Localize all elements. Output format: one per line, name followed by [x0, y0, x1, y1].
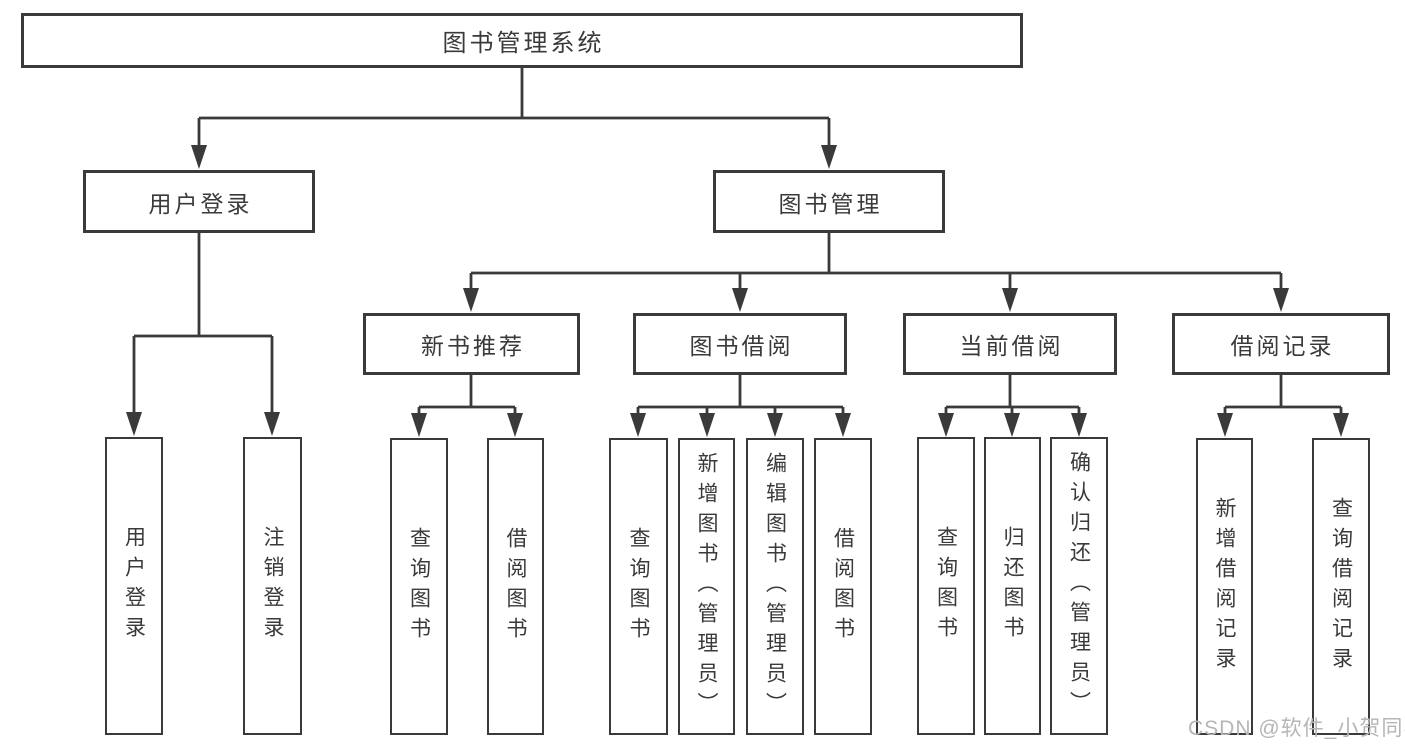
node-logout: 注销登录	[243, 437, 302, 735]
node-label: 借阅图书	[831, 526, 855, 647]
connector-book-mgmt-children	[469, 233, 1283, 306]
arrowhead-icon	[821, 145, 837, 169]
node-return-books: 归还图书	[984, 437, 1041, 735]
arrowhead-icon	[1333, 413, 1349, 437]
arrowhead-icon	[463, 288, 479, 312]
node-edit-book-admin: 编辑图书（管理员）	[746, 438, 804, 735]
arrowhead-icon	[630, 413, 646, 437]
arrowhead-icon	[1004, 413, 1020, 437]
arrowhead-icon	[699, 413, 715, 437]
arrowhead-icon	[1217, 413, 1233, 437]
node-query-books-2: 查询图书	[609, 438, 668, 735]
arrowhead-icon	[1071, 413, 1087, 437]
connector-lines	[132, 68, 1343, 431]
arrowhead-icon	[126, 412, 142, 436]
node-label: 图书管理系统	[442, 30, 605, 57]
node-label: 新增图书（管理员）	[695, 451, 718, 722]
connector-user-login-children	[132, 233, 274, 428]
node-label: 借阅图书	[504, 526, 527, 647]
node-borrow-books-1: 借阅图书	[487, 438, 544, 735]
node-label: 查询借阅记录	[1329, 496, 1353, 677]
node-label: 查询图书	[934, 526, 958, 646]
node-label: 新增借阅记录	[1213, 496, 1236, 677]
node-label: 编辑图书（管理员）	[763, 451, 787, 722]
node-label: 借阅记录	[1230, 333, 1335, 359]
arrowhead-icon	[767, 413, 783, 437]
arrowhead-icon	[264, 412, 280, 436]
connector-new-book-rec-children	[417, 375, 517, 431]
node-book-management: 图书管理	[713, 170, 945, 233]
node-user-login-leaf: 用户登录	[105, 437, 163, 735]
connector-root-children	[197, 68, 831, 160]
arrowhead-icon	[1002, 288, 1018, 312]
node-library-management-system: 图书管理系统	[21, 13, 1023, 68]
node-new-book-recommendation: 新书推荐	[363, 313, 580, 375]
node-label: 图书借阅	[689, 333, 794, 359]
connector-current-borrow-children	[944, 375, 1081, 431]
node-label: 图书管理	[778, 190, 883, 217]
node-query-books-3: 查询图书	[917, 437, 975, 735]
node-borrowing-records: 借阅记录	[1172, 313, 1390, 375]
node-confirm-return-admin: 确认归还（管理员）	[1050, 437, 1108, 735]
arrowhead-icon	[835, 413, 851, 437]
csdn-watermark: CSDN @软件_小贺同学	[1188, 717, 1405, 740]
connector-book-borrow-children	[636, 375, 845, 431]
node-query-books-1: 查询图书	[390, 438, 448, 735]
node-add-borrow-record: 新增借阅记录	[1196, 438, 1253, 735]
arrowhead-icon	[507, 413, 523, 437]
node-current-borrowing: 当前借阅	[903, 313, 1117, 375]
node-label: 查询图书	[407, 526, 431, 647]
arrowhead-icon	[1273, 288, 1289, 312]
node-label: 注销登录	[261, 526, 284, 646]
arrowhead-icon	[411, 413, 427, 437]
node-label: 用户登录	[122, 526, 146, 646]
node-label: 用户登录	[148, 190, 253, 217]
node-label: 新书推荐	[421, 333, 525, 359]
arrowhead-icon	[732, 288, 748, 312]
arrowhead-icon	[191, 145, 207, 169]
node-label: 归还图书	[1001, 526, 1024, 646]
node-label: 当前借阅	[959, 333, 1064, 359]
node-label: 查询图书	[627, 526, 650, 647]
connector-borrow-records-children	[1223, 375, 1343, 431]
node-add-book-admin: 新增图书（管理员）	[678, 438, 735, 735]
arrowhead-icon	[938, 413, 954, 437]
node-label: 确认归还（管理员）	[1067, 451, 1091, 721]
node-borrow-books-2: 借阅图书	[814, 438, 872, 735]
node-user-login: 用户登录	[83, 170, 315, 233]
node-book-borrowing: 图书借阅	[633, 313, 847, 375]
node-query-borrow-record: 查询借阅记录	[1312, 438, 1370, 735]
